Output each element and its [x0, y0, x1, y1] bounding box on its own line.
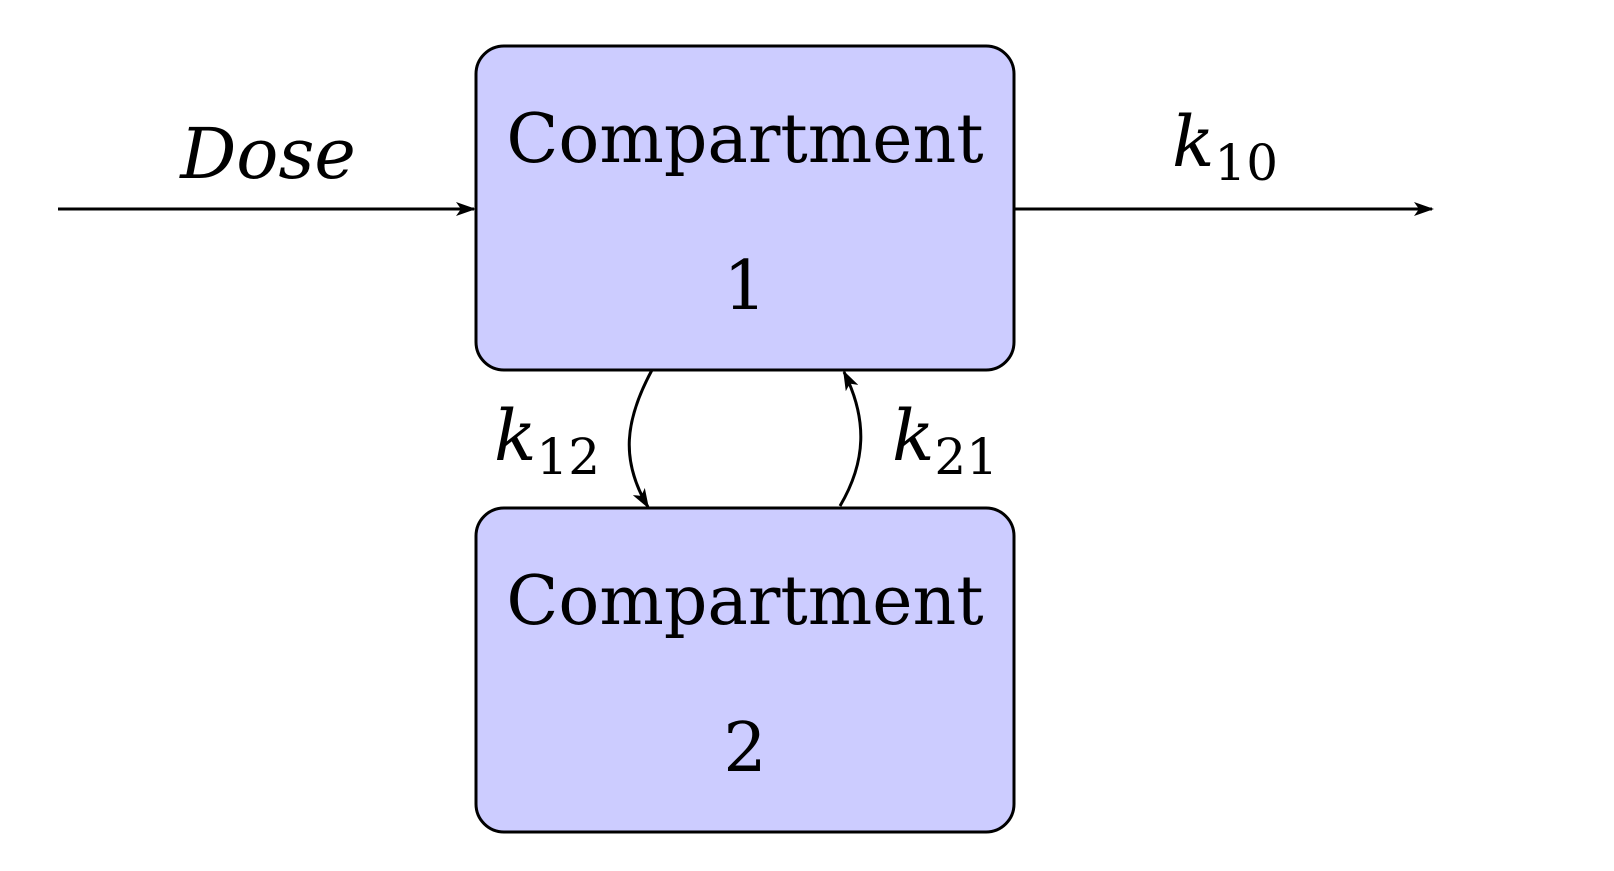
k12-arrow — [627, 369, 654, 509]
k21-subscript: 21 — [934, 428, 998, 486]
k10-base: k — [1172, 101, 1214, 183]
k21-arrow — [838, 370, 863, 507]
dose-input-edge: Dose — [58, 113, 476, 216]
k21-base: k — [892, 395, 934, 477]
compartment-2-node: Compartment 2 — [474, 506, 1016, 834]
k12-label: k12 — [494, 395, 600, 486]
compartment-1-node: Compartment 1 — [474, 44, 1016, 372]
k21-transfer-edge: k21 — [838, 370, 998, 507]
k12-transfer-edge: k12 — [494, 369, 654, 509]
k10-elimination-edge: k10 — [1014, 101, 1434, 216]
compartment-2-title: Compartment — [506, 562, 983, 641]
k12-subscript: 12 — [536, 428, 600, 486]
k10-subscript: 10 — [1214, 134, 1278, 192]
k21-label: k21 — [892, 395, 998, 486]
compartment-1-title: Compartment — [506, 100, 983, 179]
compartment-1-number: 1 — [723, 247, 766, 326]
compartment-2-box — [474, 506, 1016, 834]
compartment-2-number: 2 — [723, 709, 766, 788]
k10-label: k10 — [1172, 101, 1278, 192]
dose-label: Dose — [178, 113, 356, 195]
k12-base: k — [494, 395, 536, 477]
